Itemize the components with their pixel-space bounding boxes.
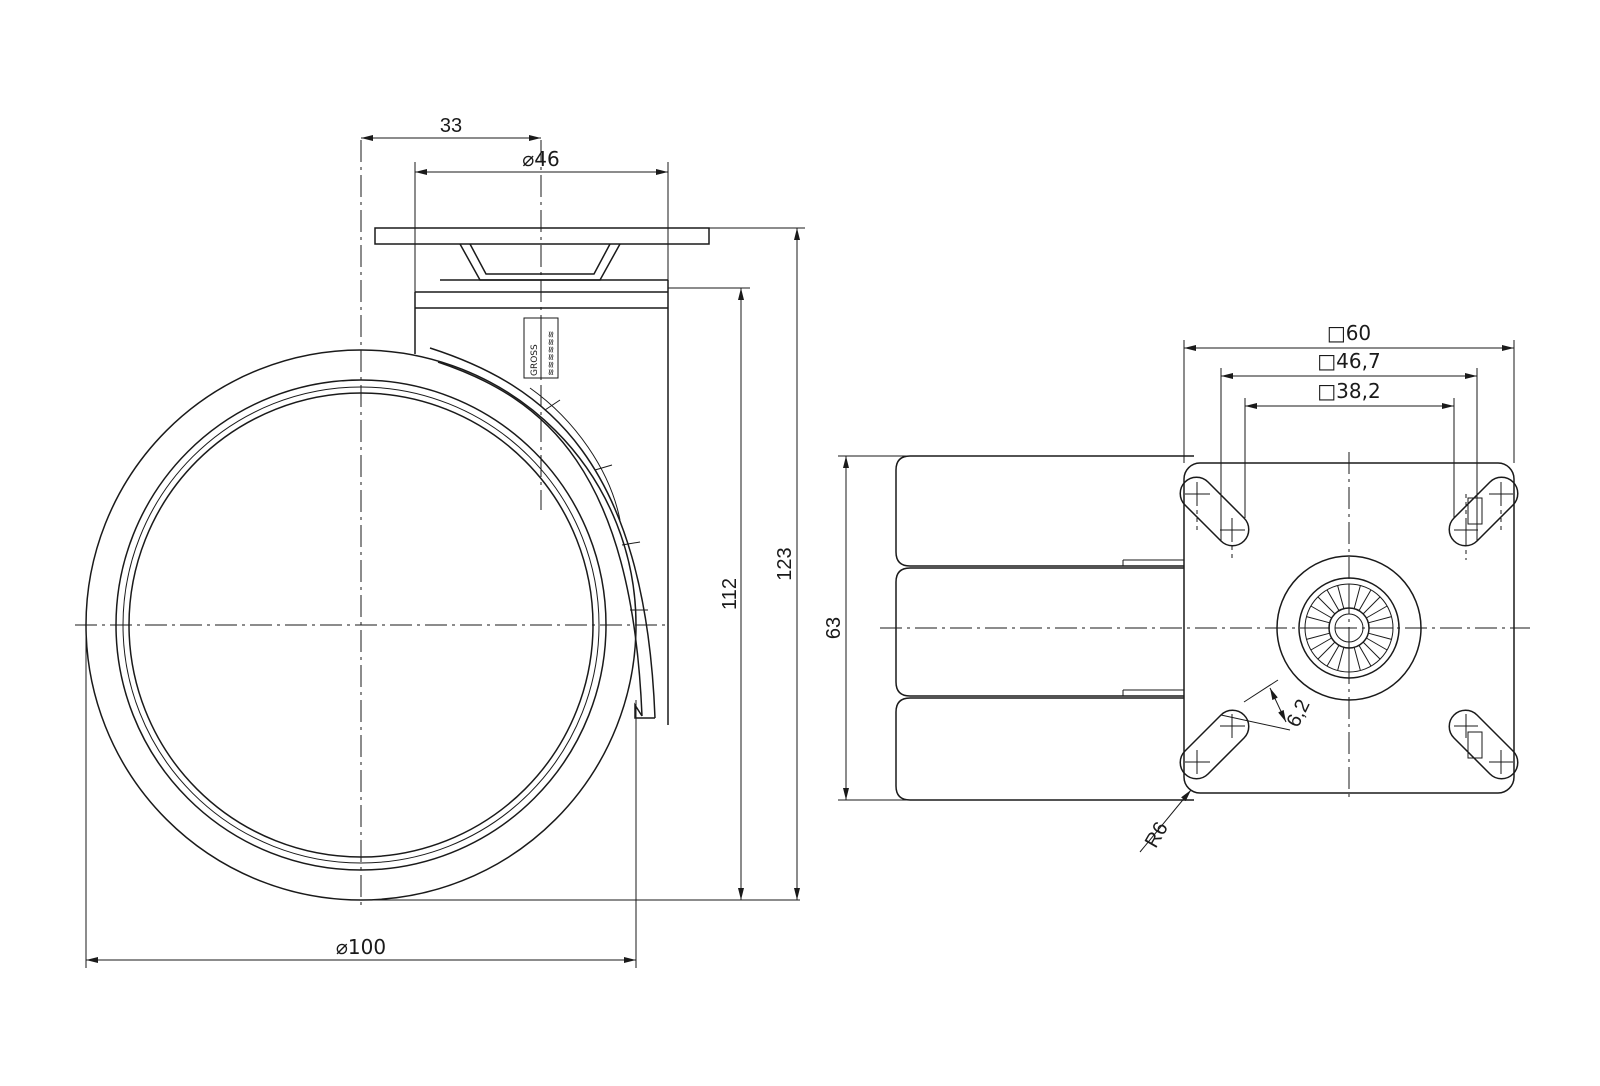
- center-hub: [1276, 555, 1422, 701]
- dimension-height-123: 123: [709, 227, 805, 900]
- dimension-width: 63: [823, 455, 910, 801]
- hub-spoke: [1362, 596, 1381, 615]
- dimension-wheel-diameter-label: ⌀100: [336, 935, 386, 959]
- hub-spoke: [1326, 645, 1340, 667]
- slot-hole-bottom-left: [1179, 709, 1250, 780]
- hub-spoke: [1310, 637, 1332, 651]
- plan-view: □60 □46,7 □38,2 63 6,2: [823, 321, 1530, 853]
- hub-spoke: [1353, 585, 1361, 609]
- dimension-hole-spacing-outer: □46,7: [1220, 349, 1478, 541]
- dimension-offset-label: 33: [440, 115, 462, 137]
- hub-spoke: [1317, 596, 1336, 615]
- dimension-height-112-label: 112: [719, 578, 741, 610]
- dimension-hole-spacing-inner-label: □38,2: [1317, 379, 1380, 403]
- wheel-top-view: [895, 455, 1194, 801]
- slot-hole-bottom-right: [1448, 709, 1519, 780]
- hub-spoke: [1306, 616, 1330, 624]
- hub-spoke: [1366, 605, 1388, 619]
- dimension-plate-label: ⌀46: [522, 147, 560, 171]
- dimension-hole-spacing-outer-label: □46,7: [1317, 349, 1380, 373]
- top-plate: [374, 227, 710, 245]
- hub-spokes: [1305, 584, 1393, 672]
- hub-spoke: [1337, 585, 1345, 609]
- swivel-cone: [459, 243, 621, 281]
- dimension-height-112: 112: [361, 287, 800, 901]
- slot-hole-top-left: [1179, 476, 1250, 560]
- brand-logo-text: GROSS: [530, 344, 540, 376]
- hub-spoke: [1362, 641, 1381, 660]
- hub-spoke: [1358, 589, 1372, 611]
- hub-spoke: [1310, 605, 1332, 619]
- fork-guard: [429, 347, 656, 719]
- hub-spoke: [1368, 632, 1392, 640]
- dimension-slot-width: 6,2: [1220, 679, 1315, 731]
- dimension-wheel-diameter: ⌀100: [85, 625, 637, 968]
- side-view: GROSS ≋≋≋≋≋≋ 33 ⌀46: [75, 115, 805, 968]
- dimension-height-123-label: 123: [774, 547, 796, 580]
- dimension-plate-outer-label: □60: [1327, 321, 1371, 345]
- slot-hole-top-right: [1448, 476, 1519, 560]
- hub-spoke: [1306, 632, 1330, 640]
- dimension-offset: 33: [361, 115, 541, 141]
- hub-spoke: [1358, 645, 1372, 667]
- hub-spoke: [1317, 641, 1336, 660]
- dimension-width-label: 63: [823, 617, 845, 639]
- hub-spoke: [1326, 589, 1340, 611]
- dimension-slot-width-label: 6,2: [1283, 696, 1315, 731]
- hub-spoke: [1353, 647, 1361, 671]
- hub-spoke: [1368, 616, 1392, 624]
- dimension-hole-spacing-inner: □38,2: [1244, 379, 1455, 518]
- svg-text:≋≋≋≋≋≋: ≋≋≋≋≋≋: [547, 331, 557, 376]
- dimension-plate: ⌀46: [414, 147, 669, 292]
- hub-spoke: [1366, 637, 1388, 651]
- hub-spoke: [1337, 647, 1345, 671]
- dimension-corner-radius-label: R6: [1141, 818, 1173, 851]
- dimension-plate-outer: □60: [1183, 321, 1515, 463]
